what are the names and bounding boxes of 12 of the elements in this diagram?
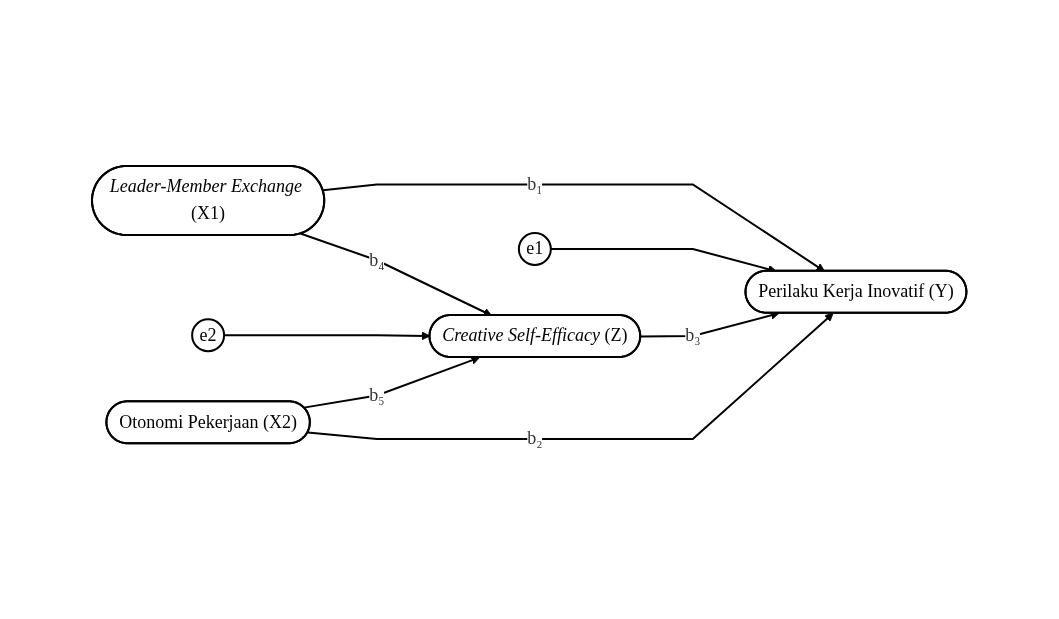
arrow xyxy=(307,313,834,441)
arrow xyxy=(322,183,826,272)
edge-label: b₃ xyxy=(685,325,701,346)
arrow xyxy=(640,311,780,338)
node-circle: e2 xyxy=(191,318,226,353)
arrow xyxy=(303,356,481,409)
edge-label: b₁ xyxy=(527,174,543,195)
edge-label: b₂ xyxy=(527,428,543,449)
node-circle: e1 xyxy=(518,232,553,267)
arrow xyxy=(300,233,493,317)
edge-label: b₅ xyxy=(369,385,385,406)
edge-label: b₄ xyxy=(369,250,385,270)
